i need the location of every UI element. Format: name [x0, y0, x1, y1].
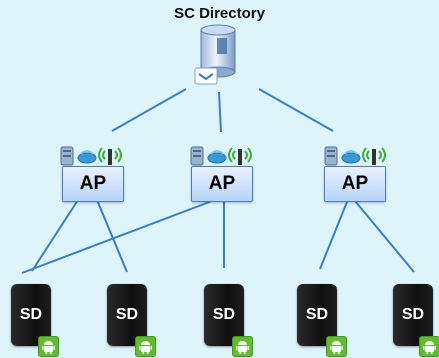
wifi-router-icon — [207, 150, 227, 164]
smart-device-5: SD — [393, 284, 433, 346]
android-icon — [135, 336, 156, 357]
ap-icons-2 — [190, 146, 252, 166]
antenna-icon — [228, 147, 252, 165]
android-icon — [232, 336, 253, 357]
link-directory-ap1 — [218, 91, 222, 133]
smart-device-3: SD — [204, 284, 244, 346]
ap-icons-1 — [60, 146, 122, 166]
server-icon — [324, 146, 338, 166]
link-directory-ap0 — [111, 88, 187, 132]
smart-device-4: SD — [297, 284, 337, 346]
link-ap2-sd3 — [319, 201, 348, 270]
server-icon — [190, 146, 204, 166]
wifi-router-icon — [341, 150, 361, 164]
link-ap0-sd1 — [96, 199, 128, 273]
ap-icons-3 — [324, 146, 386, 166]
antenna-icon — [98, 147, 122, 165]
wifi-router-icon — [77, 150, 97, 164]
server-icon — [60, 146, 74, 166]
link-ap2-sd4 — [354, 200, 415, 273]
antenna-icon — [362, 147, 386, 165]
link-ap0-sd0 — [31, 199, 79, 272]
android-icon — [326, 336, 347, 357]
link-directory-ap2 — [258, 88, 334, 132]
access-point-1: AP — [62, 166, 124, 202]
access-point-3: AP — [324, 166, 386, 202]
smart-device-1: SD — [11, 284, 51, 346]
android-icon — [419, 336, 439, 357]
link-ap1-sd0 — [21, 200, 213, 274]
smart-device-2: SD — [107, 284, 147, 346]
access-point-2: AP — [191, 166, 253, 202]
database-server-icon — [194, 24, 236, 85]
android-icon — [38, 336, 59, 357]
diagram-title: SC Directory — [174, 5, 265, 22]
